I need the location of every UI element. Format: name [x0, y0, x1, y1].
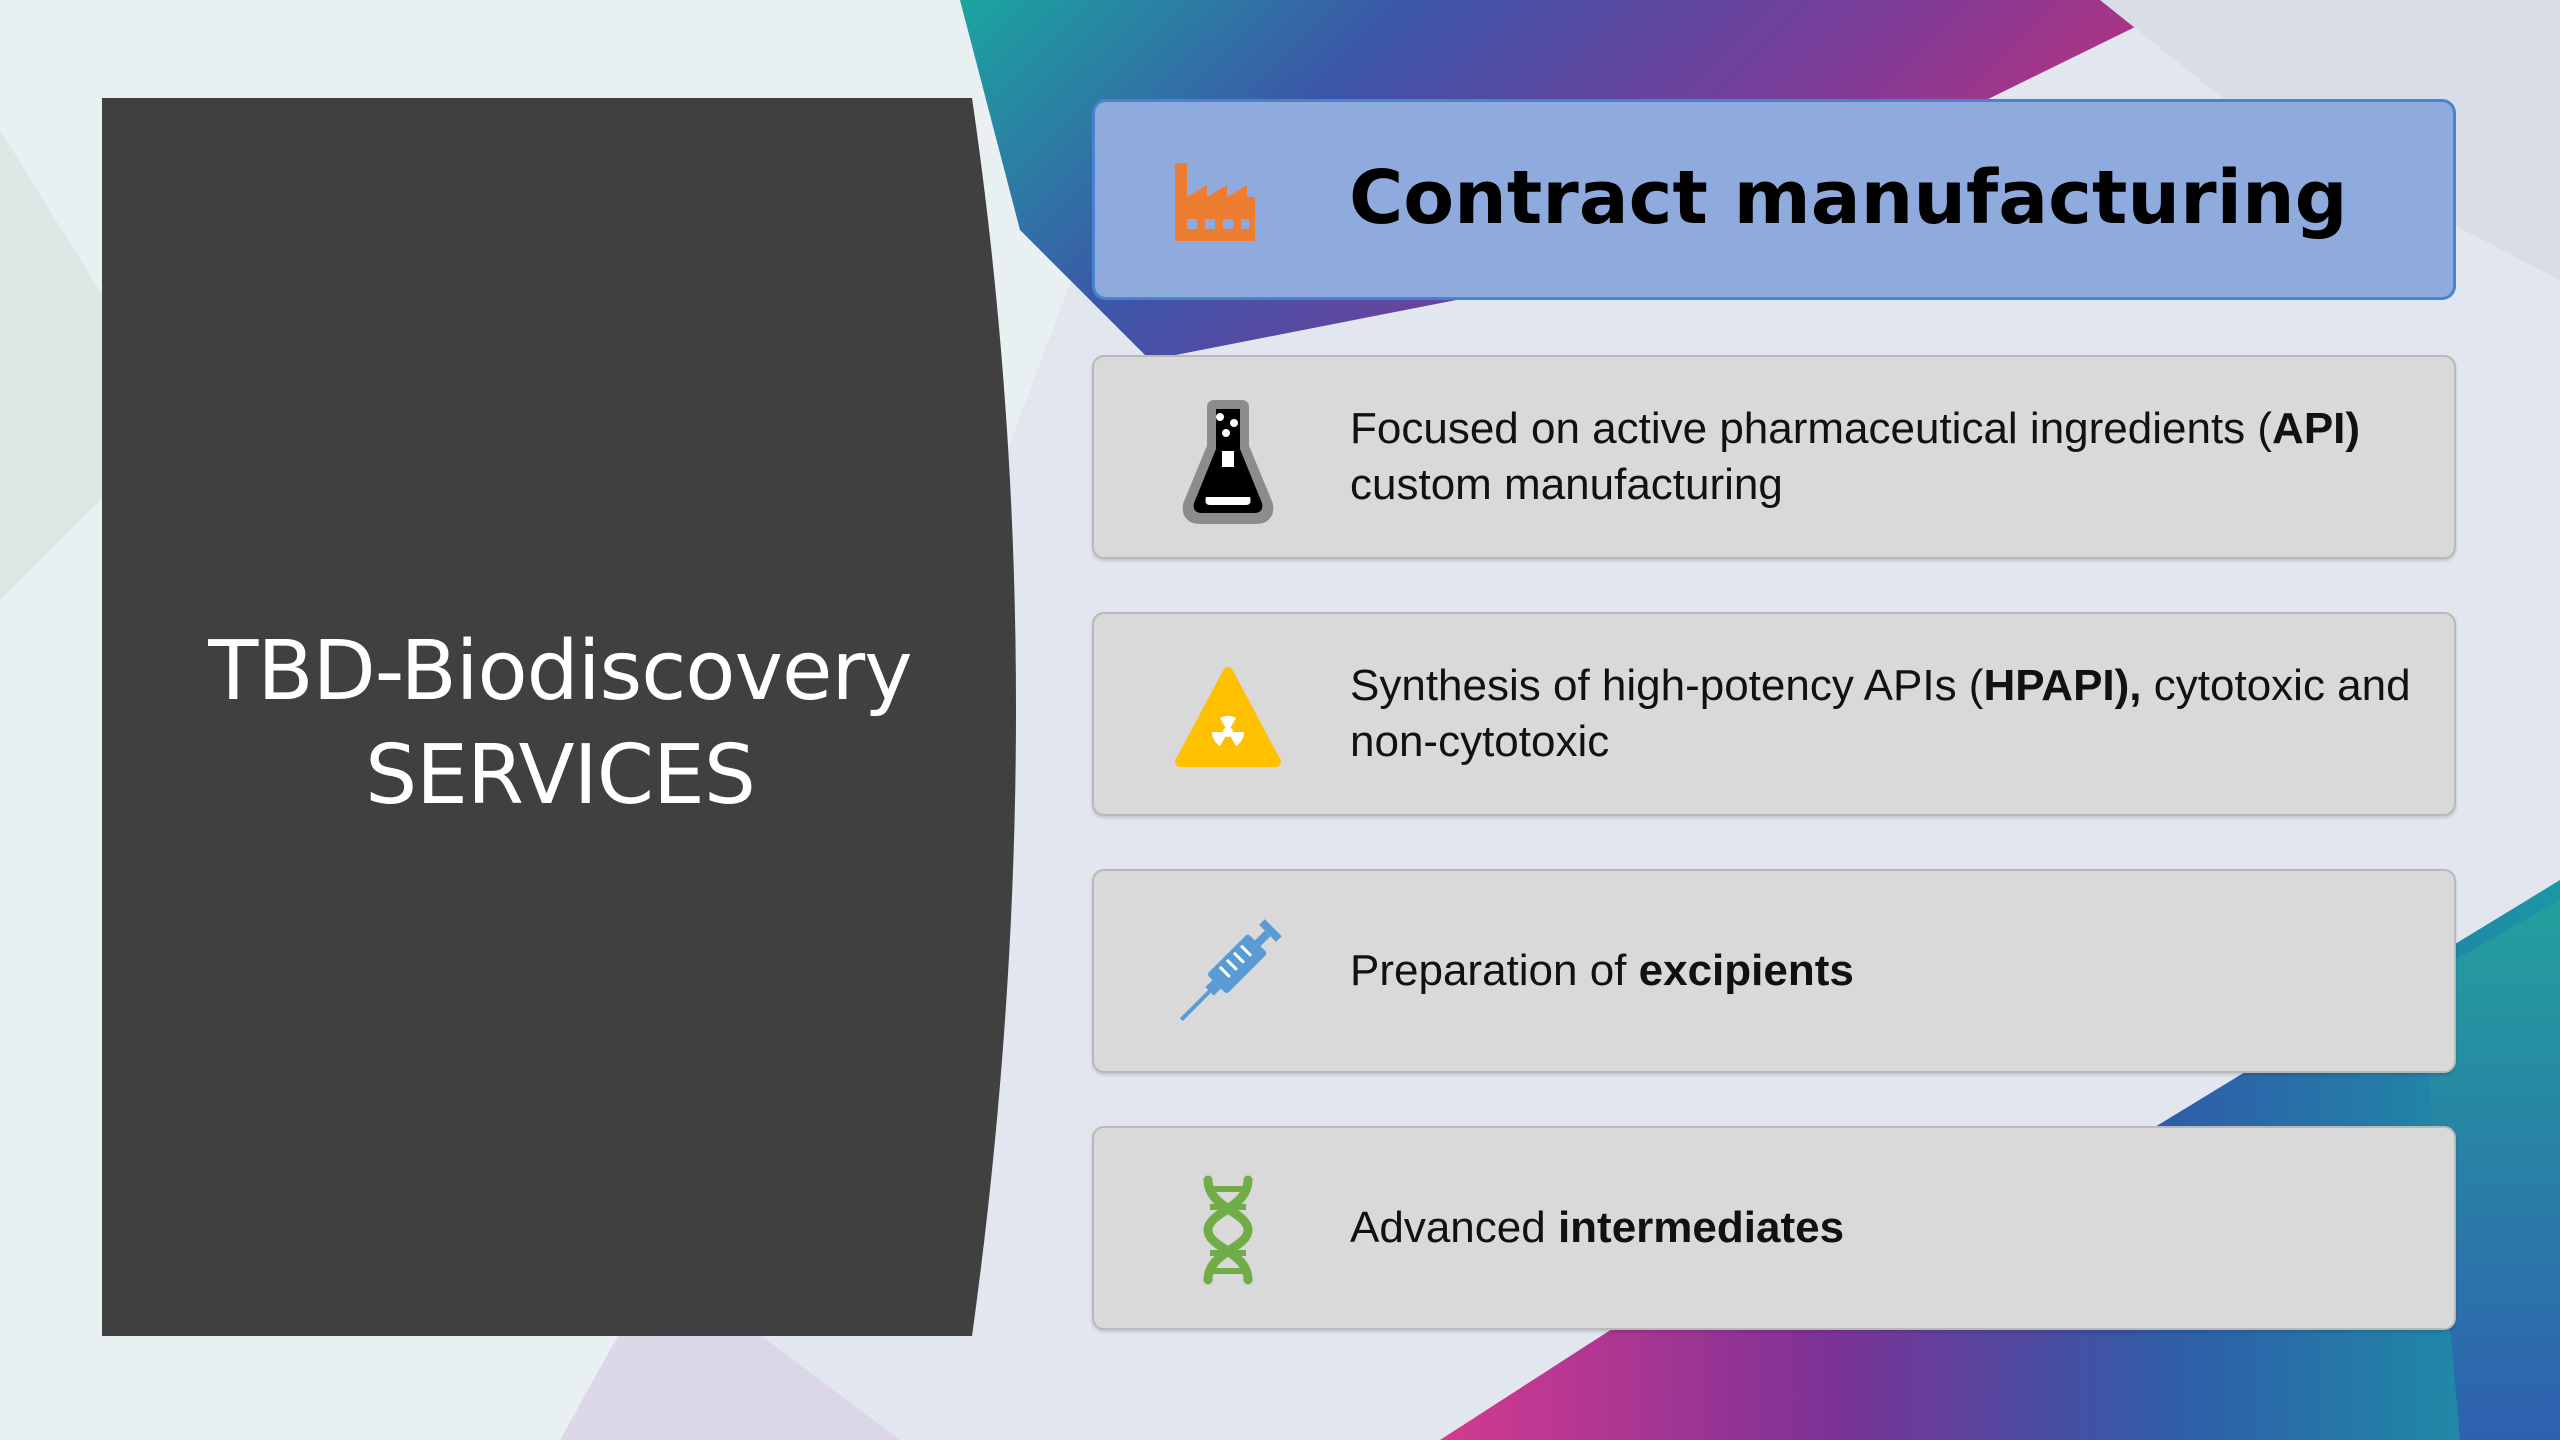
service-card-api: Focused on active pharmaceutical ingredi… [1092, 355, 2456, 559]
header-box: Contract manufacturing [1092, 99, 2456, 300]
service-card-text: Preparation of excipients [1350, 946, 1854, 995]
factory-icon [1175, 163, 1255, 241]
radiation-warning-icon [1175, 667, 1281, 767]
service-card-intermediates: Advanced intermediates [1092, 1126, 2456, 1330]
service-card-hpapi: Synthesis of high-potency APIs (HPAPI), … [1092, 612, 2456, 816]
service-card-text: Synthesis of high-potency APIs (HPAPI), … [1350, 661, 2411, 766]
flask-icon [1182, 400, 1274, 524]
slide-title-line2: SERVICES [365, 728, 756, 823]
header-title: Contract manufacturing [1349, 155, 2348, 241]
service-card-text: Advanced intermediates [1350, 1203, 1845, 1252]
service-card-text: Focused on active pharmaceutical ingredi… [1350, 404, 2361, 509]
slide-title: TBD-Biodiscovery SERVICES [102, 620, 1018, 828]
syringe-icon [1179, 919, 1282, 1022]
dna-icon [1203, 1175, 1253, 1285]
service-card-excipients: Preparation of excipients [1092, 869, 2456, 1073]
slide-title-line1: TBD-Biodiscovery [208, 624, 912, 719]
